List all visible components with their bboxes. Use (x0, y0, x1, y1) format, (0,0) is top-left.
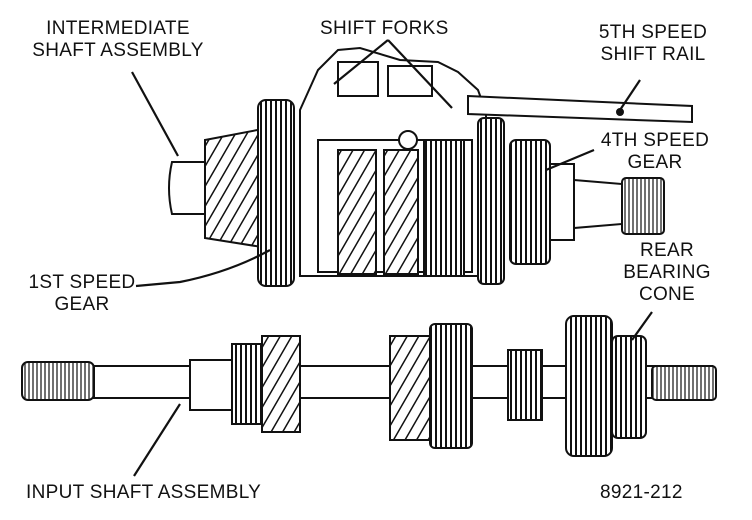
label-fourth-line2: GEAR (627, 152, 683, 173)
label-rear-line1: REAR (640, 240, 694, 261)
leader-lines (131, 39, 653, 477)
input-splined-end (21, 361, 95, 401)
intermediate-collar (549, 163, 575, 241)
input-collar-1 (189, 359, 237, 411)
label-first-line2: GEAR (54, 294, 110, 315)
fifth-speed-shift-rail (467, 94, 693, 124)
rear-bearing-cone (611, 335, 647, 439)
sync-gear-3 (423, 139, 465, 277)
fork-top-block-1 (337, 61, 379, 97)
label-first-speed-gear: 1ST SPEED GEAR (28, 272, 136, 316)
input-gear-2 (429, 323, 473, 449)
input-helical-gear-2 (389, 335, 431, 441)
label-figure-code: 8921-212 (600, 482, 683, 503)
label-rear-line3: CONE (638, 284, 696, 305)
fork-pin (398, 130, 418, 150)
sync-gear-2 (383, 149, 419, 275)
intermediate-splined-end (621, 177, 665, 235)
label-intermediate-shaft-assembly: INTERMEDIATE SHAFT ASSEMBLY (18, 18, 218, 62)
fourth-speed-gear (509, 139, 551, 265)
fork-top-block-2 (387, 65, 433, 97)
label-input-shaft-assembly: INPUT SHAFT ASSEMBLY (26, 482, 262, 503)
input-helical-gear-1 (261, 335, 301, 433)
leader-fifth-speed-rail (619, 79, 641, 111)
input-gear-1 (231, 343, 265, 425)
label-fourth-speed-gear: 4TH SPEED GEAR (592, 130, 718, 174)
label-shift-forks: SHIFT FORKS (320, 18, 449, 39)
label-rear-line2: BEARING (623, 262, 711, 283)
first-speed-gear (257, 99, 295, 287)
leader-input-shaft (133, 403, 181, 477)
label-first-line1: 1ST SPEED (28, 272, 136, 293)
label-intermediate-line2: SHAFT ASSEMBLY (32, 40, 204, 61)
input-shaft-assembly (21, 315, 717, 457)
input-sync-hub (507, 349, 543, 421)
leader-fourth-speed-gear (545, 148, 595, 172)
label-intermediate-line1: INTERMEDIATE (46, 18, 190, 39)
leader-first-speed-gear (135, 249, 271, 288)
input-large-gear (565, 315, 613, 457)
sync-gear-1 (337, 149, 377, 275)
label-fourth-line1: 4TH SPEED (600, 130, 710, 151)
leader-shift-forks-left (333, 39, 389, 85)
rear-gear-1 (477, 117, 505, 285)
label-fifth-speed-shift-rail: 5TH SPEED SHIFT RAIL (588, 22, 718, 66)
leader-rear-bearing-cone (631, 311, 653, 341)
leader-shift-forks-right (387, 39, 453, 109)
input-threaded-end (651, 365, 717, 401)
leader-intermediate-shaft (131, 71, 179, 157)
intermediate-shaft-assembly (168, 46, 693, 287)
label-fifth-line2: SHIFT RAIL (600, 44, 706, 65)
label-fifth-line1: 5TH SPEED (598, 22, 708, 43)
intermediate-tail-shaft (573, 178, 623, 230)
label-rear-bearing-cone: REAR BEARING CONE (612, 240, 722, 306)
